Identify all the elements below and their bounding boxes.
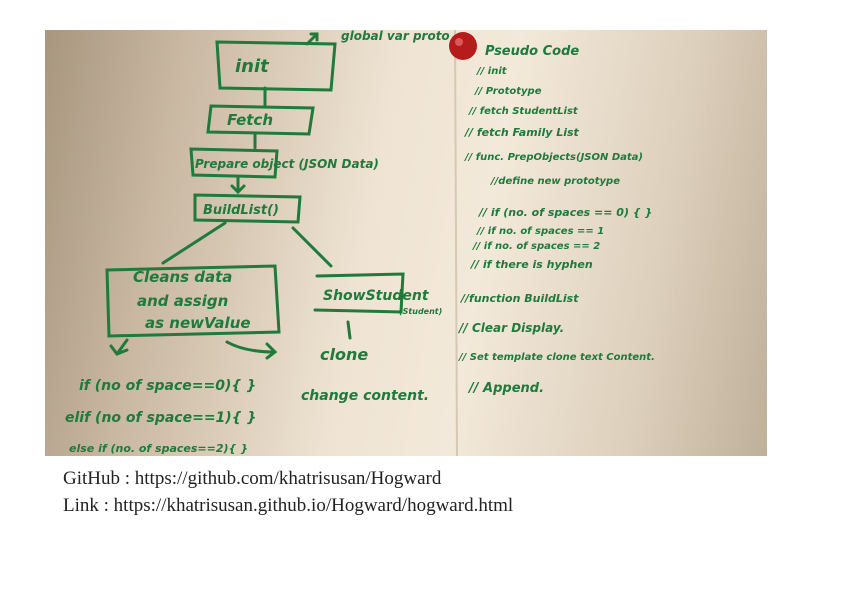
branch-right	[291, 226, 333, 268]
fetch-box	[206, 104, 315, 136]
change-content-label: change content.	[301, 388, 429, 404]
site-link[interactable]: Link : https://khatrisusan.github.io/Hog…	[63, 495, 514, 516]
paper-seam	[454, 30, 458, 456]
pseudo-line: // if (no. of spaces == 0) { }	[477, 206, 652, 219]
connector-prepare-build	[230, 175, 246, 195]
pseudo-line: // if no. of spaces == 2	[472, 241, 600, 252]
cleans-line-1: Cleans data	[133, 268, 232, 286]
pseudo-line: // init	[476, 66, 508, 77]
pseudo-line: // Clear Display.	[457, 321, 564, 335]
pseudo-line: //define new prototype	[490, 176, 620, 187]
cleans-line-2: and assign	[137, 292, 228, 310]
prepare-box	[189, 147, 279, 179]
condition-1: if (no of space==0){ }	[79, 378, 256, 394]
condition-2: elif (no of space==1){ }	[65, 410, 257, 426]
connector-show-clone	[346, 320, 352, 340]
clone-label: clone	[320, 345, 368, 364]
global-note-text: global var proto	[341, 30, 450, 43]
arrow-down-right	[225, 340, 278, 360]
whiteboard-photo: global var proto init Fetch Prepare obje…	[45, 30, 767, 456]
pseudo-line: // Prototype	[474, 86, 542, 97]
cleans-box	[105, 264, 281, 338]
pseudo-line: //function BuildList	[459, 292, 579, 305]
show-box	[313, 272, 405, 314]
github-link[interactable]: GitHub : https://github.com/khatrisusan/…	[63, 468, 442, 489]
init-box	[215, 40, 337, 92]
pseudo-line: // if there is hyphen	[469, 258, 593, 271]
pseudo-line: // Set template clone text Content.	[458, 352, 655, 363]
pseudo-code-title: Pseudo Code	[485, 44, 579, 59]
cleans-line-3: as newValue	[145, 314, 251, 332]
pseudo-line: // fetch Family List	[463, 126, 580, 139]
fetch-label: Fetch	[227, 111, 273, 129]
arrow-down-left	[109, 338, 129, 356]
build-box	[193, 193, 302, 224]
pseudo-line: // Append.	[467, 381, 544, 396]
pin-highlight	[455, 38, 463, 46]
prepare-label: Prepare object (JSON Data)	[195, 157, 379, 171]
condition-3: else if (no. of spaces==2){ }	[69, 442, 248, 455]
pseudo-line: // func. PrepObjects(JSON Data)	[464, 152, 643, 163]
show-label: ShowStudent	[323, 288, 430, 304]
handwritten-notes: global var proto init Fetch Prepare obje…	[65, 30, 655, 456]
build-label: BuildList()	[203, 203, 279, 218]
init-label: init	[235, 56, 270, 77]
branch-left	[161, 221, 227, 265]
show-param-label: (Student)	[399, 307, 442, 316]
push-pin-icon	[449, 32, 477, 60]
pseudo-line: // fetch StudentList	[468, 106, 579, 117]
pseudo-line: // if no. of spaces == 1	[476, 226, 604, 237]
